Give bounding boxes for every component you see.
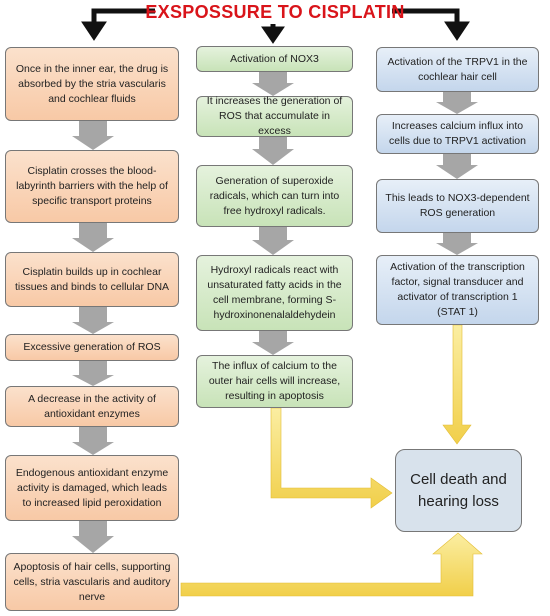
gray-arrow (436, 92, 478, 114)
gray-arrow (72, 521, 114, 553)
gray-arrow (72, 121, 114, 150)
gray-arrows-left (72, 121, 114, 553)
bracket-right-line (392, 8, 460, 24)
gray-arrow (436, 154, 478, 179)
gray-arrow (252, 227, 294, 255)
bracket-left-arrowhead (81, 21, 107, 41)
page-title: EXSPOSSURE TO CISPLATIN (145, 2, 405, 22)
bracket-middle-arrowhead (261, 26, 285, 44)
gray-arrow (72, 223, 114, 252)
yellow-arrow-left-bottom (180, 532, 483, 597)
right-step-4: Activation of the transcription factor, … (376, 255, 539, 325)
top-bracket-arrows (81, 8, 470, 44)
middle-step-2: It increases the generation of ROS that … (196, 95, 353, 137)
gray-arrow (252, 72, 294, 96)
gray-arrow (252, 331, 294, 355)
left-step-5: A decrease in the activity of antioxidan… (5, 386, 179, 427)
left-step-2: Cisplatin crosses the blood-labyrinth ba… (5, 150, 179, 223)
gray-arrow (436, 233, 478, 255)
middle-step-1: Activation of NOX3 (196, 46, 353, 72)
left-step-4: Excessive generation of ROS (5, 334, 179, 361)
bracket-right-arrowhead (444, 21, 470, 41)
right-step-3: This leads to NOX3-dependent ROS generat… (376, 179, 539, 233)
gray-arrows-right (436, 92, 478, 255)
yellow-arrow-right-column (442, 324, 472, 445)
gray-arrow (72, 307, 114, 334)
gray-arrow (252, 137, 294, 165)
gray-arrows-middle (252, 72, 294, 355)
middle-step-5: The influx of calcium to the outer hair … (196, 355, 353, 408)
right-step-2: Increases calcium influx into cells due … (376, 114, 539, 154)
left-step-3: Cisplatin builds up in cochlear tissues … (5, 252, 179, 307)
yellow-arrows (180, 324, 483, 597)
left-step-7: Apoptosis of hair cells, supporting cell… (5, 553, 179, 611)
bracket-left-line (91, 8, 155, 24)
left-step-1: Once in the inner ear, the drug is absor… (5, 47, 179, 121)
yellow-arrow-middle-column (270, 407, 393, 509)
gray-arrow (72, 361, 114, 386)
middle-step-3: Generation of superoxide radicals, which… (196, 165, 353, 227)
right-step-1: Activation of the TRPV1 in the cochlear … (376, 47, 539, 92)
gray-arrow (72, 427, 114, 455)
outcome-box: Cell death and hearing loss (395, 449, 522, 532)
left-step-6: Endogenous antioxidant enzyme activity i… (5, 455, 179, 521)
middle-step-4: Hydroxyl radicals react with unsaturated… (196, 255, 353, 331)
